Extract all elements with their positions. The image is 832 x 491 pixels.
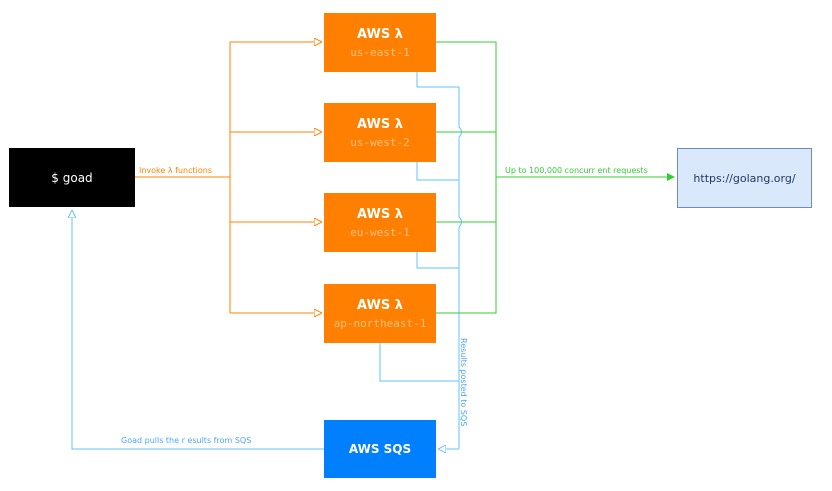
lambda-node-eu-west-1: AWS λ eu-west-1 bbox=[324, 193, 436, 252]
requests-edge-label: Up to 100,000 concurr ent requests bbox=[505, 166, 648, 175]
lambda-region: ap-northeast-1 bbox=[333, 316, 427, 330]
invoke-edge-label: Invoke λ functions bbox=[139, 166, 212, 175]
golang-target-label: https://golang.org/ bbox=[693, 171, 796, 185]
lambda-node-us-west-2: AWS λ us-west-2 bbox=[324, 103, 436, 162]
invoke-connectors bbox=[135, 42, 321, 313]
lambda-region: eu-west-1 bbox=[350, 225, 410, 239]
results-posted-edge-label: Results posted to SQS bbox=[459, 338, 468, 427]
lambda-title: AWS λ bbox=[357, 297, 403, 313]
goad-cli-label: $ goad bbox=[51, 170, 93, 185]
sqs-node: AWS SQS bbox=[324, 420, 436, 478]
lambda-region: us-east-1 bbox=[350, 45, 410, 59]
pull-results-edge-label: Goad pulls the r esults from SQS bbox=[121, 436, 252, 445]
lambda-region: us-west-2 bbox=[350, 135, 410, 149]
sqs-label: AWS SQS bbox=[348, 442, 412, 456]
lambda-node-ap-northeast-1: AWS λ ap-northeast-1 bbox=[324, 284, 436, 343]
goad-cli-node: $ goad bbox=[9, 148, 135, 207]
request-connectors bbox=[436, 41, 675, 314]
lambda-title: AWS λ bbox=[357, 116, 403, 132]
lambda-title: AWS λ bbox=[357, 26, 403, 42]
lambda-node-us-east-1: AWS λ us-east-1 bbox=[324, 13, 436, 72]
golang-target-node: https://golang.org/ bbox=[677, 148, 812, 208]
lambda-title: AWS λ bbox=[357, 206, 403, 222]
results-connectors bbox=[72, 71, 462, 449]
